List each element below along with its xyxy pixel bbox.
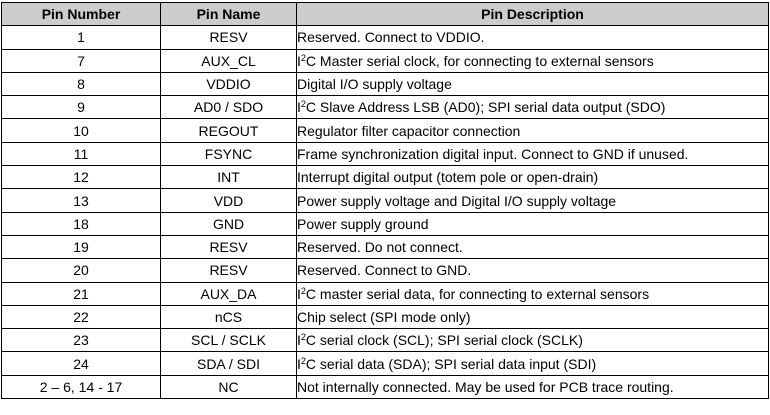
pin-number: 9 [1,95,161,120]
pin-name: nCS [160,304,297,330]
pin-number: 1 [1,25,161,50]
header-pin-number: Pin Number [1,1,161,27]
pin-number: 8 [1,71,161,97]
pin-description: I2C serial clock (SCL); SPI serial clock… [296,328,769,353]
pin-number: 11 [1,141,161,167]
table-row: 8 VDDIO Digital I/O supply voltage [1,71,769,97]
table-row: 11 FSYNC Frame synchronization digital i… [1,141,769,167]
pin-name: INT [160,165,297,190]
pin-description: I2C serial data (SDA); SPI serial data i… [296,351,769,376]
table-row: 19 RESV Reserved. Do not connect. [1,234,769,260]
pin-name: VDDIO [160,71,297,97]
pin-number: 22 [1,304,161,330]
table-row: 20 RESV Reserved. Connect to GND. [1,258,769,283]
pin-description: I2C Slave Address LSB (AD0); SPI serial … [296,95,769,120]
pin-description: Chip select (SPI mode only) [296,304,769,330]
pin-name: VDD [160,188,297,213]
table-row: 24 SDA / SDI I2C serial data (SDA); SPI … [1,351,769,376]
pin-description: I2C Master serial clock, for connecting … [296,48,769,73]
pin-number: 10 [1,118,161,143]
pin-number: 13 [1,188,161,213]
pin-number: 7 [1,48,161,73]
table-row: 22 nCS Chip select (SPI mode only) [1,304,769,330]
pin-description: Regulator filter capacitor connection [296,118,769,143]
pin-number: 21 [1,281,161,306]
table-row: 23 SCL / SCLK I2C serial clock (SCL); SP… [1,328,769,353]
pin-number: 18 [1,211,161,236]
pin-name: AD0 / SDO [160,95,297,120]
pin-name: RESV [160,258,297,283]
table-row: 9 AD0 / SDO I2C Slave Address LSB (AD0);… [1,95,769,120]
table-row: 7 AUX_CL I2C Master serial clock, for co… [1,48,769,73]
pin-description: Reserved. Connect to VDDIO. [296,25,769,50]
pin-name: RESV [160,25,297,50]
pin-description: Reserved. Do not connect. [296,234,769,260]
table-row: 13 VDD Power supply voltage and Digital … [1,188,769,213]
pin-name: AUX_DA [160,281,297,306]
pin-name: SDA / SDI [160,351,297,376]
table-row: 12 INT Interrupt digital output (totem p… [1,165,769,190]
pin-name: RESV [160,234,297,260]
pin-number: 12 [1,165,161,190]
table-row: 1 RESV Reserved. Connect to VDDIO. [1,25,769,50]
table-row: 18 GND Power supply ground [1,211,769,236]
pin-description: Interrupt digital output (totem pole or … [296,165,769,190]
header-row: Pin Number Pin Name Pin Description [1,1,769,27]
table-row: 21 AUX_DA I2C master serial data, for co… [1,281,769,306]
pin-description: Not internally connected. May be used fo… [296,374,769,400]
pin-name: SCL / SCLK [160,328,297,353]
pin-number: 20 [1,258,161,283]
table-row: 10 REGOUT Regulator filter capacitor con… [1,118,769,143]
pin-name: REGOUT [160,118,297,143]
pin-name: NC [160,374,297,400]
pin-description-table: Pin Number Pin Name Pin Description 1 RE… [1,1,769,400]
pin-number: 2 – 6, 14 - 17 [1,374,161,400]
pin-name: GND [160,211,297,236]
pin-name: FSYNC [160,141,297,167]
pin-number: 19 [1,234,161,260]
header-pin-description: Pin Description [296,1,769,27]
pin-number: 24 [1,351,161,376]
pin-description: Power supply ground [296,211,769,236]
header-pin-name: Pin Name [160,1,297,27]
table-row: 2 – 6, 14 - 17 NC Not internally connect… [1,374,769,400]
pin-description: Digital I/O supply voltage [296,71,769,97]
pin-description: Reserved. Connect to GND. [296,258,769,283]
pin-description: I2C master serial data, for connecting t… [296,281,769,306]
pin-name: AUX_CL [160,48,297,73]
pin-description: Frame synchronization digital input. Con… [296,141,769,167]
pin-description: Power supply voltage and Digital I/O sup… [296,188,769,213]
pin-number: 23 [1,328,161,353]
